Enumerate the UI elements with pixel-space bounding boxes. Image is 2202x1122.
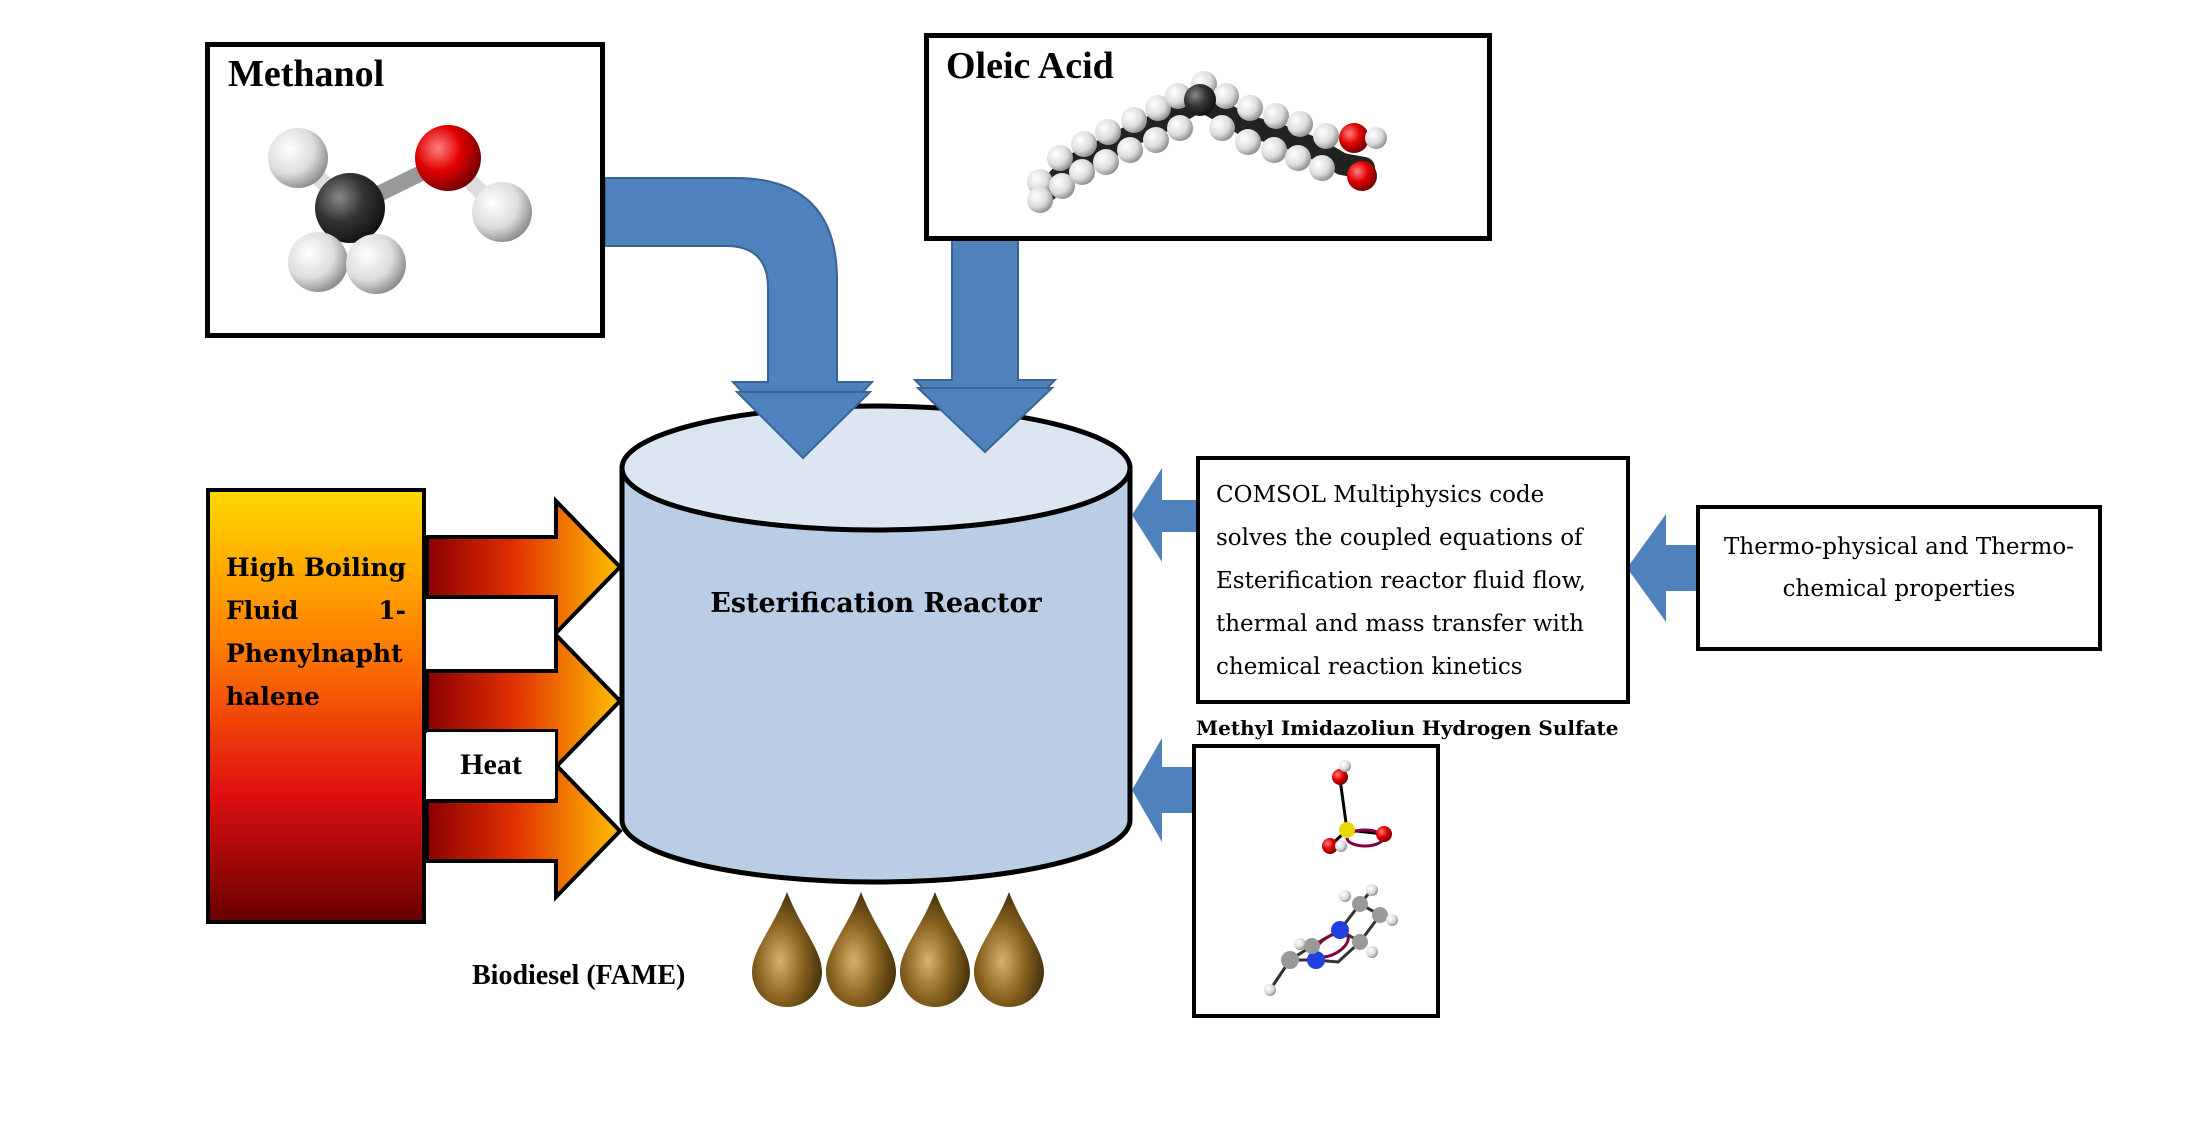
oleic-acid-molecule-icon bbox=[1027, 71, 1387, 213]
heat-label: Heat bbox=[460, 748, 522, 781]
reactor-vessel bbox=[619, 403, 1133, 885]
comsol-line-2: solves the coupled equations of bbox=[1216, 525, 1583, 551]
oleic-acid-box bbox=[924, 33, 1492, 241]
comsol-line-5: chemical reaction kinetics bbox=[1216, 654, 1523, 680]
heat-label-box bbox=[427, 732, 555, 798]
heating-fluid-line-2: Fluid 1- bbox=[226, 596, 406, 625]
properties-arrow bbox=[1627, 514, 1696, 622]
methanol-label: Methanol bbox=[228, 53, 385, 95]
oleic-acid-label: Oleic Acid bbox=[946, 45, 1114, 87]
properties-text: Thermo-physical and Thermo- chemical pro… bbox=[1700, 526, 2098, 610]
heat-arrows bbox=[425, 496, 623, 902]
comsol-arrow bbox=[1132, 468, 1196, 562]
properties-line-2: chemical properties bbox=[1782, 576, 2016, 602]
heating-fluid-box bbox=[206, 488, 426, 924]
biodiesel-droplet-icon bbox=[752, 892, 1044, 1007]
comsol-line-1: COMSOL Multiphysics code bbox=[1216, 482, 1545, 508]
comsol-line-4: thermal and mass transfer with bbox=[1216, 611, 1584, 637]
comsol-line-3: Esterification reactor fluid flow, bbox=[1216, 568, 1586, 594]
methanol-molecule-icon bbox=[268, 125, 532, 294]
properties-box bbox=[1696, 505, 2102, 651]
biodiesel-label: Biodiesel (FAME) bbox=[472, 960, 686, 991]
methanol-feed-arrow bbox=[604, 177, 875, 460]
properties-line-1: Thermo-physical and Thermo- bbox=[1724, 534, 2074, 560]
catalyst-molecule-icon bbox=[1264, 760, 1398, 996]
reactor-label: Esterification Reactor bbox=[710, 588, 1042, 619]
heating-fluid-line-1: High Boiling bbox=[226, 553, 406, 582]
methanol-box bbox=[205, 42, 605, 338]
catalyst-box bbox=[1192, 744, 1440, 1018]
comsol-box bbox=[1196, 456, 1630, 704]
heating-fluid-label: High Boiling Fluid 1- Phenylnapht halene bbox=[226, 546, 406, 718]
heating-fluid-line-4: halene bbox=[226, 682, 320, 711]
catalyst-arrow bbox=[1132, 738, 1196, 842]
heating-fluid-line-3: Phenylnapht bbox=[226, 639, 403, 668]
comsol-text: COMSOL Multiphysics code solves the coup… bbox=[1216, 474, 1620, 689]
catalyst-label: Methyl Imidazoliun Hydrogen Sulfate bbox=[1196, 716, 1619, 740]
